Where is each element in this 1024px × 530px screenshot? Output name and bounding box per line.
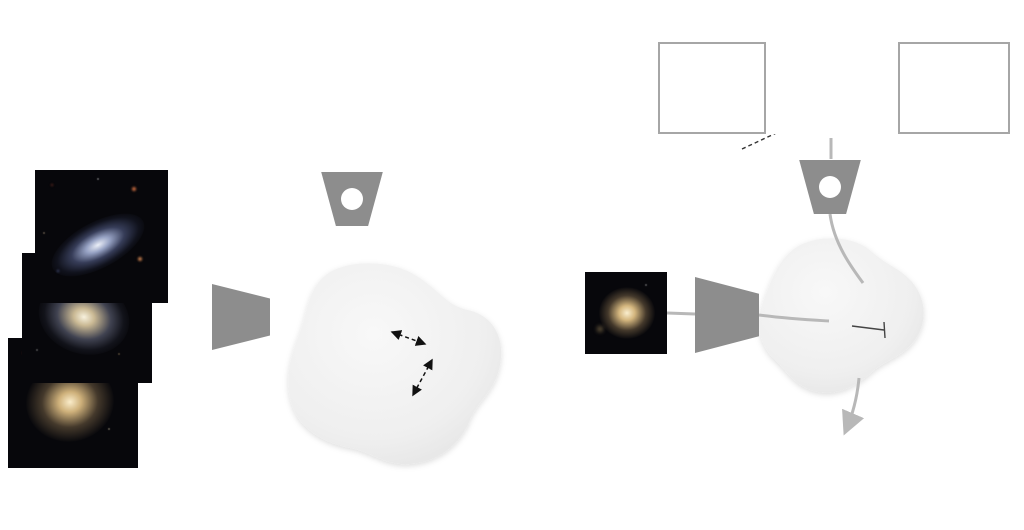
prediction-arrow [842,377,865,436]
background-stars [8,338,10,340]
galaxy-image-pink [35,170,168,303]
embedding-point-pink-circle [349,284,363,298]
spectra-encoder-right [799,160,861,214]
candidate-spectrum-3 [898,42,1010,134]
galaxy-core [42,200,154,290]
background-stars [585,272,587,274]
query-galaxy-image [585,272,667,354]
spectrum-plot-thumb2 [772,34,890,134]
embedding-blob-left [288,263,502,465]
encoder-circle-icon [341,188,363,210]
candidate-spectrum-1 [658,42,766,134]
image-encoder-right [695,277,759,353]
spectra-encoder [321,172,383,226]
background-stars [22,253,24,255]
candidate-spectrum-selected [772,34,890,134]
image-encoder [212,284,270,350]
embedding-point-green-circle [374,320,388,334]
galaxy-image-query [585,272,667,354]
spectrum-plot-pink [118,8,296,128]
spectrum-plot-thumb1 [660,44,764,132]
nearest-neighbor-point [859,284,873,298]
embedding-blob-right [758,238,924,393]
galaxy-frame-pink [35,170,168,303]
background-stars [35,170,37,172]
embedding-point-blue-circle [399,401,413,415]
encoder-circle-icon [819,176,841,198]
spectrum-plot-thumb3 [900,44,1008,132]
spectrum-frame-pink [118,8,296,128]
galaxy-core [599,287,655,339]
